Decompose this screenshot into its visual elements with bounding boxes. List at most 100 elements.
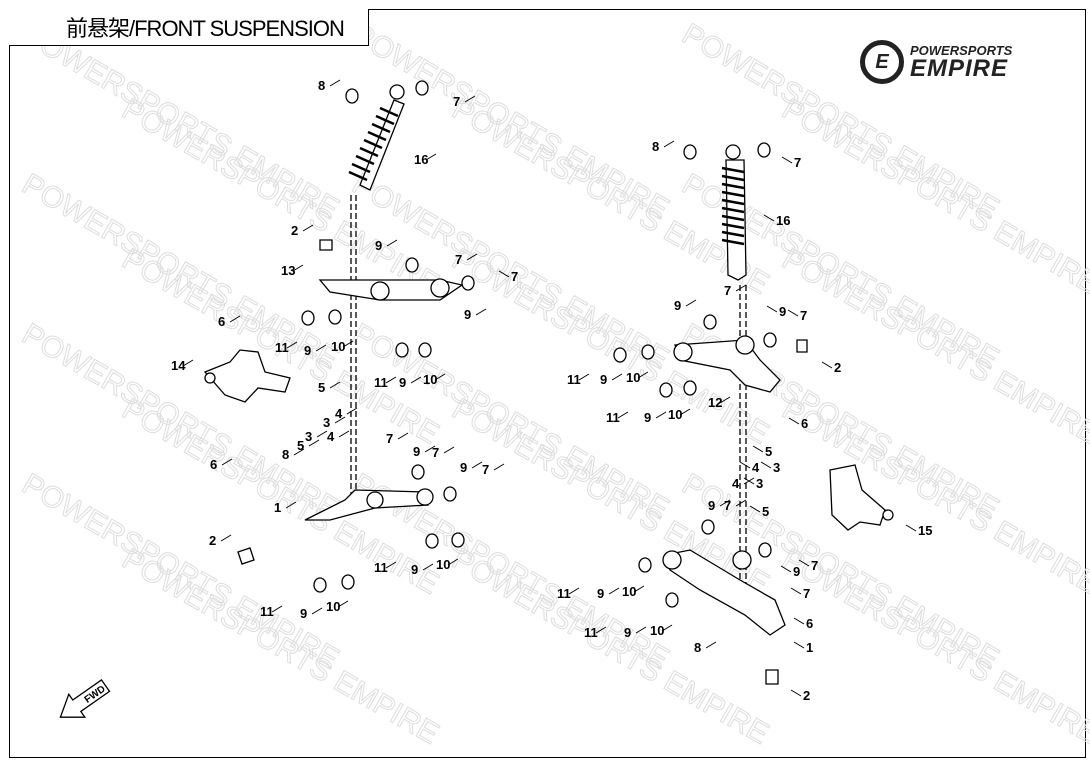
leader-line [302,224,314,232]
leader-line [798,559,810,567]
washer-bushing-icon [758,542,772,558]
callout-left-4: 4 [335,406,343,421]
leader-line [346,407,358,415]
washer-bushing-icon [405,257,419,273]
callout-left-7: 7 [511,269,518,284]
leader-line [221,458,233,466]
leader-line [633,585,645,593]
callout-left-7: 7 [482,462,489,477]
callout-left-8: 8 [318,78,325,93]
callout-left-10: 10 [326,599,340,614]
leader-line [793,617,805,625]
leader-line [466,253,478,261]
callout-left-2: 2 [209,533,216,548]
callout-right-9: 9 [600,372,607,387]
leader-line [637,371,649,379]
callout-left-9: 9 [464,307,471,322]
callout-right-7: 7 [811,558,818,573]
leader-line [311,607,323,615]
logo-line1: POWERSPORTS [910,42,1013,58]
callout-left-8: 8 [282,447,289,462]
callout-right-7: 7 [724,498,731,513]
callout-right-10: 10 [650,623,664,638]
callout-right-2: 2 [803,688,810,703]
leader-line [749,505,761,513]
callout-left-11: 11 [374,375,388,390]
callout-right-16: 16 [776,213,790,228]
callout-right-5: 5 [765,444,772,459]
callout-left-6: 6 [210,457,217,472]
callout-right-3: 3 [773,460,780,475]
callout-right-6: 6 [801,416,808,431]
leader-line [611,373,623,381]
forward-direction-arrow: FWD [59,679,111,718]
callout-right-10: 10 [668,407,682,422]
leader-line [663,140,675,148]
callout-left-11: 11 [260,604,274,619]
callout-left-7: 7 [386,431,393,446]
leader-line [763,214,775,222]
washer-bushing-icon [683,380,697,396]
callout-right-11: 11 [567,372,581,387]
left-shock-absorber [348,84,405,495]
leader-line [735,499,747,507]
leader-line [471,461,483,469]
left-upper-arm [318,278,464,301]
washer-bushing-icon [659,382,673,398]
callout-right-7: 7 [803,586,810,601]
right-steering-knuckle [829,464,894,531]
callout-left-3: 3 [323,415,330,430]
leader-line [578,373,590,381]
washer-bushing-icon [641,344,655,360]
brand-logo: E POWERSPORTS EMPIRE [860,40,1012,84]
leader-line [790,587,802,595]
callout-left-16: 16 [414,152,428,167]
leader-line [719,396,731,404]
leader-line [739,461,751,469]
washer-bushing-icon [345,88,359,104]
leader-line [608,587,620,595]
leader-line [475,308,487,316]
callout-left-7: 7 [455,252,462,267]
left-lower-arm [304,488,434,521]
callout-left-9: 9 [411,562,418,577]
washer-bushing-icon [451,532,465,548]
washer-bushing-icon [638,557,652,573]
callout-left-10: 10 [331,339,345,354]
leader-line [793,641,805,649]
washer-bushing-icon [341,574,355,590]
leader-line [493,463,505,471]
leader-line [229,315,241,323]
leader-line [705,641,717,649]
callout-right-6: 6 [806,616,813,631]
leader-line [397,432,409,440]
callout-left-11: 11 [374,560,388,575]
callout-right-2: 2 [834,360,841,375]
callout-right-9: 9 [708,498,715,513]
right-upper-arm [673,335,781,393]
callout-right-9: 9 [644,410,651,425]
callout-left-9: 9 [460,460,467,475]
leader-line [292,264,304,272]
leader-line [285,501,297,509]
leader-line [735,284,747,292]
leader-line [271,605,283,613]
washer-bushing-icon [613,347,627,363]
leader-line [410,376,422,384]
leader-line [315,344,327,352]
callout-right-9: 9 [779,304,786,319]
leader-line [385,376,397,384]
callout-right-1: 1 [806,640,813,655]
washer-bushing-icon [443,486,457,502]
leader-line [464,95,476,103]
washer-bushing-icon [461,275,475,291]
leader-line [286,341,298,349]
callout-left-9: 9 [375,238,382,253]
leader-line [329,381,341,389]
washer-bushing-icon [313,577,327,593]
callout-right-7: 7 [800,308,807,323]
callout-right-12: 12 [708,395,722,410]
logo-emblem-icon: E [860,40,904,84]
